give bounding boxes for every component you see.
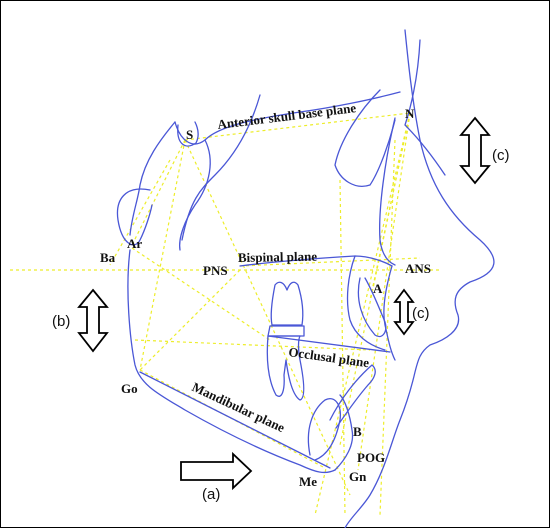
arrows — [77, 116, 491, 491]
label-b: (b) — [52, 313, 70, 330]
anterior-skull-base-line — [184, 112, 411, 141]
label-ans: ANS — [405, 261, 431, 276]
label-pns: PNS — [203, 263, 228, 278]
symphysis — [307, 398, 341, 461]
skull-tracing — [116, 29, 495, 528]
articulare-contour — [116, 188, 153, 246]
annotation-labels: (c) (c) (b) (a) — [52, 147, 510, 503]
label-b: B — [353, 424, 362, 439]
label-pog: POG — [357, 450, 385, 465]
soft-tissue-profile — [344, 29, 495, 528]
double-arrow-c-mid — [393, 288, 415, 336]
palate-line — [239, 255, 393, 267]
sella-turcica — [177, 121, 199, 147]
cranial-base — [174, 91, 401, 145]
s-go-line — [139, 139, 186, 371]
pns-go-line — [139, 269, 241, 371]
label-bispinal-plane: Bispinal plane — [238, 249, 318, 265]
label-gn: Gn — [349, 469, 367, 484]
molar-roots — [266, 335, 305, 401]
label-ar: Ar — [127, 236, 142, 251]
n-a-line — [369, 112, 411, 301]
label-s: S — [186, 127, 193, 142]
label-ba: Ba — [100, 250, 116, 265]
label-a: A — [373, 281, 383, 296]
reference-lines — [10, 112, 440, 516]
greater-wing-contour — [179, 139, 211, 251]
upper-incisor — [357, 277, 387, 338]
ramus-back — [127, 249, 336, 474]
posterior-skull-curve — [181, 94, 261, 241]
pns-ans-upper — [239, 257, 421, 267]
n-pog-line — [357, 112, 411, 471]
double-arrow-c-top — [459, 116, 491, 185]
landmark-labels: S N Ar Ba PNS ANS A B Go Me Gn POG — [100, 106, 431, 489]
mandibular-plane-line — [139, 371, 331, 469]
lower-incisor — [329, 364, 376, 429]
ar-occlusal-line — [131, 247, 271, 341]
ba-ar-line — [109, 159, 171, 266]
label-a-annotation: (a) — [202, 486, 220, 503]
label-c-top: (c) — [492, 147, 510, 164]
orbit-contour — [334, 89, 396, 187]
molar-crown — [270, 281, 304, 326]
s-gn-line — [184, 139, 351, 496]
occlusal-plane-line — [267, 335, 391, 353]
vertical-ref-2 — [379, 139, 396, 516]
double-arrow-b — [77, 288, 109, 353]
label-go: Go — [121, 381, 138, 396]
vertical-ref-1 — [339, 179, 346, 516]
s-ar-line — [131, 139, 186, 246]
label-n: N — [405, 106, 415, 121]
alveolar-upper — [346, 255, 386, 351]
label-me: Me — [299, 474, 317, 489]
horizontal-arrow-a — [180, 451, 253, 491]
maxilla-anterior — [383, 265, 396, 361]
molar-occlusal-band — [267, 325, 305, 337]
nasal-bone — [404, 39, 446, 176]
clivus — [129, 121, 176, 236]
frontal-contour — [379, 117, 396, 266]
mandible-lower-border — [334, 394, 354, 471]
label-c-mid: (c) — [412, 305, 430, 322]
